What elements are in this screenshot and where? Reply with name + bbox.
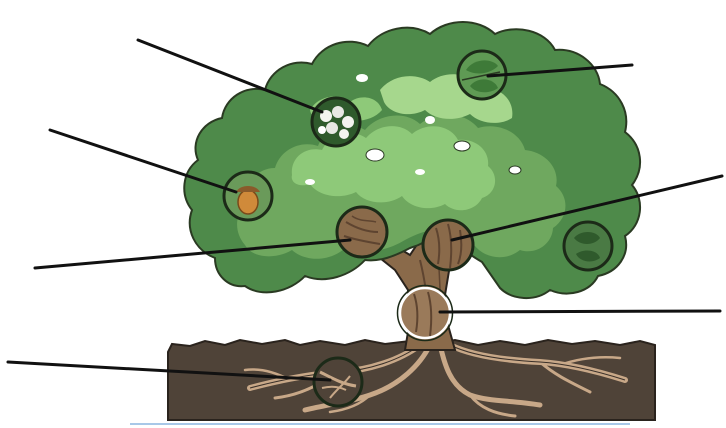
tree-leaf-cluster-icon [564, 222, 612, 270]
acorn-icon [224, 172, 272, 220]
bark-icon [423, 220, 473, 270]
flower-cluster-icon [312, 98, 360, 146]
roots-icon [314, 358, 362, 406]
branch-icon [337, 207, 387, 257]
trunk-leader-line [440, 311, 720, 312]
